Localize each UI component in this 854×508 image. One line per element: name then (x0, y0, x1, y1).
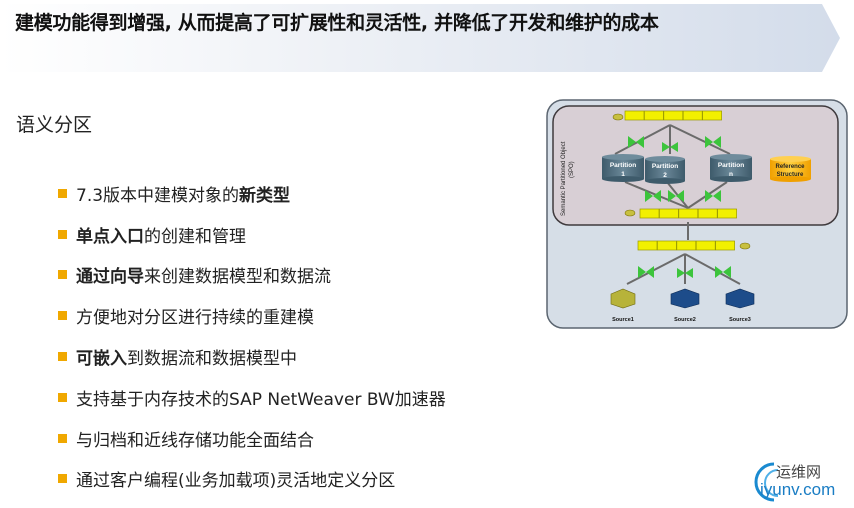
watermark-cn: 运维网 (776, 463, 822, 481)
bullet-item: 单点入口的创建和管理 (58, 214, 446, 255)
bar-cell (676, 240, 697, 251)
bullet-text: 支持基于内存技术的SAP NetWeaver BW加速器 (76, 389, 446, 410)
bar-cell (717, 208, 737, 219)
bullet-text: 通过客户编程(业务加载项)灵活地定义分区 (76, 471, 396, 492)
bullet-text: 方便地对分区进行持续的重建模 (76, 308, 314, 329)
bar-cell (682, 110, 703, 121)
bullet-text: 7.3版本中建模对象的 (76, 185, 240, 206)
bar-cell (697, 208, 718, 219)
bullet-text: 与归档和近线存储功能全面结合 (76, 430, 314, 451)
partition-1: Partition 1 (602, 154, 644, 182)
bullet-item: 支持基于内存技术的SAP NetWeaver BW加速器 (58, 377, 446, 418)
bullet-list: 7.3版本中建模对象的新类型单点入口的创建和管理通过向导来创建数据模型和数据流方… (58, 173, 446, 499)
bullet-square-icon (58, 392, 67, 402)
bullet-square-icon (58, 474, 67, 484)
svg-text:Source3: Source3 (729, 317, 751, 323)
bullet-text: 通过向导 (76, 267, 144, 288)
partition-cylinders: Partition 1 Partition 2 Partition n Referen… (602, 154, 811, 184)
transfer-icons (628, 136, 731, 278)
spo-frame (552, 105, 839, 226)
bullet-item: 通过向导来创建数据模型和数据流 (58, 255, 446, 296)
partition-2: Partition 2 (645, 156, 685, 184)
bullet-square-icon (58, 433, 67, 443)
svg-text:n: n (729, 171, 733, 178)
watermark-en: iyunv.com (760, 480, 836, 499)
infosource-icons (612, 113, 751, 250)
source-1: Source1 (610, 288, 636, 323)
bullet-item: 方便地对分区进行持续的重建模 (58, 295, 446, 336)
bullet-text: 可嵌入 (76, 349, 127, 370)
bullet-square-icon (58, 311, 67, 321)
bar-cell (702, 110, 722, 121)
svg-text:Source1: Source1 (612, 317, 634, 323)
spo-label-abbr: (SPO) (569, 161, 575, 178)
bar-cell (624, 110, 645, 121)
svg-text:Source2: Source2 (674, 317, 696, 323)
infosource-bars (624, 110, 737, 251)
bullet-square-icon (58, 352, 67, 362)
bar-cell (695, 240, 716, 251)
source-2: Source2 (670, 288, 700, 323)
svg-text:Partition: Partition (610, 162, 636, 169)
bar-cell (639, 208, 660, 219)
bullet-square-icon (58, 270, 67, 280)
bar-cell (644, 110, 664, 121)
sources: Source1 Source2 Source3 (610, 288, 755, 323)
svg-text:Structure: Structure (777, 172, 804, 178)
svg-text:Partition: Partition (718, 162, 744, 169)
page-title: 建模功能得到增强, 从而提高了可扩展性和灵活性, 并降低了开发和维护的成本 (15, 12, 659, 34)
bar-cell (657, 240, 677, 251)
bullet-square-icon (58, 188, 67, 198)
bar-cell (663, 110, 684, 121)
bar-cell (678, 208, 699, 219)
bullet-item: 可嵌入到数据流和数据模型中 (58, 336, 446, 377)
svg-text:Reference: Reference (775, 164, 805, 170)
title-banner (0, 4, 840, 72)
bar-cell (715, 240, 735, 251)
bullet-text: 到数据流和数据模型中 (127, 349, 297, 370)
svg-text:2: 2 (663, 172, 667, 179)
bullet-square-icon (58, 229, 67, 239)
watermark-logo-icon (754, 462, 779, 502)
bar-cell (659, 208, 679, 219)
section-title: 语义分区 (16, 114, 93, 136)
spo-diagram: Semantic Partitioned Object (SPO) Partit… (546, 99, 848, 329)
source-3: Source3 (725, 288, 755, 323)
bullet-item: 与归档和近线存储功能全面结合 (58, 418, 446, 459)
bullet-item: 通过客户编程(业务加载项)灵活地定义分区 (58, 459, 446, 500)
bullet-text: 单点入口 (76, 226, 144, 247)
svg-text:1: 1 (621, 171, 625, 178)
spo-label: Semantic Partitioned Object (561, 141, 567, 216)
bullet-text: 新类型 (239, 185, 291, 206)
bullet-item: 7.3版本中建模对象的新类型 (58, 173, 446, 214)
bullet-text: 的创建和管理 (144, 226, 246, 247)
bullet-text: 来创建数据模型和数据流 (144, 267, 331, 288)
bar-cell (637, 240, 658, 251)
svg-text:Partition: Partition (652, 163, 678, 170)
partition-n: Partition n (710, 154, 752, 182)
